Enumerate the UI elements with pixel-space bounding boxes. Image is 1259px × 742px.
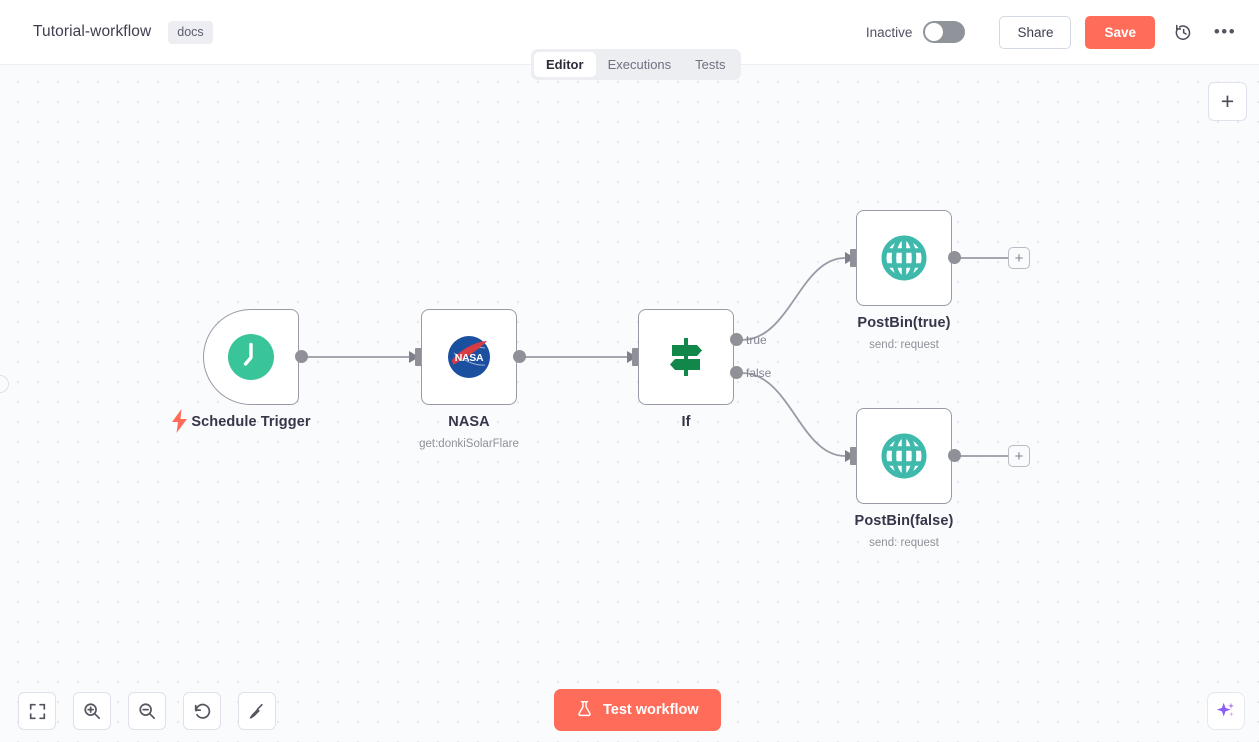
port-out-postbin-true[interactable] [948, 251, 961, 264]
node-label-nasa: NASA [448, 414, 490, 430]
node-schedule-trigger[interactable] [203, 309, 299, 405]
port-in-nasa[interactable] [415, 348, 422, 366]
port-out-postbin-false[interactable] [948, 449, 961, 462]
page-title: Tutorial-workflow [33, 23, 152, 40]
node-label-postbin-true: PostBin(true) [857, 315, 951, 331]
fit-to-view-icon[interactable] [18, 692, 56, 730]
node-postbin-true[interactable] [856, 210, 952, 306]
save-button[interactable]: Save [1085, 15, 1155, 49]
node-subtitle-nasa: get:donkiSolarFlare [419, 438, 519, 450]
canvas-toolbar [18, 692, 276, 730]
add-node-button[interactable]: + [1208, 82, 1247, 121]
port-out-schedule-trigger[interactable] [295, 350, 308, 363]
clock-icon [228, 334, 274, 380]
port-out-if-false[interactable] [730, 366, 743, 379]
ai-sparkle-icon[interactable] [1207, 692, 1245, 730]
port-out-nasa[interactable] [513, 350, 526, 363]
tab-tests[interactable]: Tests [695, 57, 726, 72]
svg-text:NASA: NASA [455, 352, 484, 364]
more-options-icon[interactable]: ••• [1213, 22, 1237, 41]
node-nasa[interactable]: NASA [421, 309, 517, 405]
docs-tag[interactable]: docs [168, 20, 213, 44]
signpost-icon [670, 338, 702, 376]
activation-status-label: Inactive [865, 24, 913, 40]
add-node-after-postbin-true[interactable]: + [1008, 247, 1030, 269]
node-label-postbin-false: PostBin(false) [854, 513, 954, 529]
globe-icon [881, 235, 927, 281]
port-in-postbin-false[interactable] [850, 447, 857, 465]
nasa-logo-icon: NASA [448, 336, 490, 378]
zoom-in-icon[interactable] [73, 692, 111, 730]
node-subtitle-postbin-false: send: request [869, 537, 939, 549]
reset-zoom-icon[interactable] [183, 692, 221, 730]
zoom-out-icon[interactable] [128, 692, 166, 730]
header-actions: Inactive Share Save ••• [865, 15, 1239, 49]
tab-editor[interactable]: Editor [534, 52, 596, 77]
port-label-false: false [746, 366, 772, 380]
tidy-up-icon[interactable] [238, 692, 276, 730]
port-in-if[interactable] [632, 348, 639, 366]
workflow-canvas[interactable]: Schedule Trigger NASA NASA get:donkiSola… [0, 65, 1259, 742]
lightning-bolt-icon [171, 409, 188, 433]
share-button[interactable]: Share [999, 15, 1072, 49]
node-label-if: If [681, 414, 691, 430]
node-subtitle-postbin-true: send: request [869, 339, 939, 351]
toggle-knob [925, 23, 944, 41]
add-node-after-postbin-false[interactable]: + [1008, 445, 1030, 467]
node-label-schedule-trigger: Schedule Trigger [191, 414, 311, 430]
history-clock-icon[interactable] [1169, 18, 1197, 46]
editor-tabs: Editor Executions Tests [531, 49, 741, 80]
tab-executions[interactable]: Executions [607, 57, 672, 72]
test-workflow-button[interactable]: Test workflow [554, 689, 721, 731]
node-postbin-false[interactable] [856, 408, 952, 504]
connection-wires [307, 252, 1008, 462]
node-if[interactable] [638, 309, 734, 405]
port-label-true: true [746, 333, 767, 347]
test-workflow-label: Test workflow [603, 702, 699, 718]
globe-icon [881, 433, 927, 479]
activation-toggle[interactable] [923, 21, 966, 43]
port-out-if-true[interactable] [730, 333, 743, 346]
port-in-postbin-true[interactable] [850, 249, 857, 267]
app-header: Tutorial-workflow docs Inactive Share Sa… [0, 0, 1259, 65]
flask-icon [576, 700, 593, 721]
